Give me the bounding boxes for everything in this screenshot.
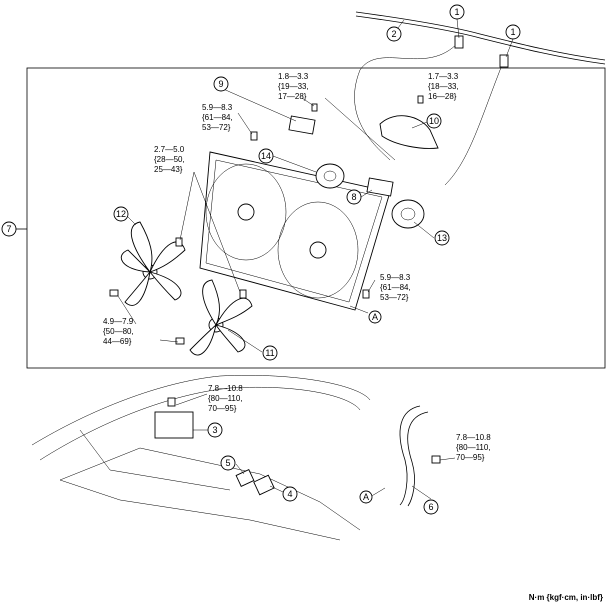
svg-text:6: 6: [428, 502, 433, 512]
bolt-icons: [109, 95, 424, 345]
callout-13: 13: [434, 230, 450, 246]
svg-text:{18—33,: {18—33,: [428, 82, 459, 91]
svg-text:5: 5: [225, 458, 230, 468]
svg-text:1.8—3.3: 1.8—3.3: [278, 72, 309, 81]
fan-blade-12: [120, 221, 186, 306]
svg-text:{80—110,: {80—110,: [456, 443, 491, 452]
svg-text:9: 9: [218, 79, 223, 89]
callout-2: 2: [386, 19, 405, 42]
torque-spec-7: 7.8—10.8 {80—110, 70—95}: [208, 384, 243, 413]
svg-text:14: 14: [261, 151, 271, 161]
svg-text:{28—50,: {28—50,: [154, 155, 185, 164]
reference-a-upper: A: [368, 310, 382, 324]
fan-resistor-8: [366, 177, 394, 197]
svg-text:{80—110,: {80—110,: [208, 394, 243, 403]
vehicle-front-body: [31, 375, 371, 541]
svg-text:25—43}: 25—43}: [154, 165, 183, 174]
svg-text:1.7—3.3: 1.7—3.3: [428, 72, 459, 81]
leader-lines: [117, 87, 435, 353]
fan-shroud: [199, 151, 391, 311]
svg-text:70—95}: 70—95}: [456, 453, 485, 462]
svg-text:12: 12: [116, 209, 126, 219]
bolt-6: [431, 455, 441, 464]
torque-spec-6: 4.9—7.9 {50—80, 44—69}: [103, 317, 134, 346]
svg-text:A: A: [363, 492, 369, 502]
svg-text:{50—80,: {50—80,: [103, 327, 134, 336]
callout-6: 6: [423, 499, 439, 515]
svg-text:2.7—5.0: 2.7—5.0: [154, 145, 185, 154]
svg-text:53—72}: 53—72}: [380, 293, 409, 302]
svg-text:44—69}: 44—69}: [103, 337, 132, 346]
svg-text:7.8—10.8: 7.8—10.8: [208, 384, 243, 393]
torque-unit-legend: N·m {kgf·cm, in·lbf}: [529, 593, 603, 602]
svg-text:8: 8: [351, 192, 356, 202]
torque-spec-1: 1.8—3.3 {19—33, 17—28}: [278, 72, 309, 101]
svg-text:{61—84,: {61—84,: [202, 113, 233, 122]
svg-text:1: 1: [510, 27, 515, 37]
callout-11: 11: [262, 345, 278, 361]
fan-motor-upper: [315, 163, 345, 189]
fan-motor-lower: [391, 199, 425, 229]
hose-4: [253, 474, 275, 496]
svg-text:5.9—8.3: 5.9—8.3: [202, 103, 233, 112]
torque-spec-3: 5.9—8.3 {61—84, 53—72}: [202, 103, 233, 132]
callout-9: 9: [213, 76, 229, 92]
svg-text:13: 13: [437, 233, 447, 243]
callout-3: 3: [207, 422, 223, 438]
svg-text:{19—33,: {19—33,: [278, 82, 309, 91]
hose-5: [235, 469, 255, 487]
harness-6: [399, 405, 421, 506]
svg-text:7: 7: [6, 224, 11, 234]
svg-text:{61—84,: {61—84,: [380, 283, 411, 292]
wiring-harness: [354, 11, 606, 186]
svg-text:3: 3: [212, 425, 217, 435]
svg-text:16—28}: 16—28}: [428, 92, 457, 101]
fan-blade-11: [189, 279, 253, 356]
svg-text:17—28}: 17—28}: [278, 92, 307, 101]
svg-text:5.9—8.3: 5.9—8.3: [380, 273, 411, 282]
svg-text:53—72}: 53—72}: [202, 123, 231, 132]
bolt-3: [167, 397, 176, 407]
callout-1a: 1: [449, 4, 465, 39]
svg-text:A: A: [372, 312, 378, 322]
callout-1b: 1: [505, 24, 521, 58]
svg-text:11: 11: [265, 348, 274, 358]
relay-3: [154, 411, 194, 439]
svg-text:70—95}: 70—95}: [208, 404, 237, 413]
svg-text:7.8—10.8: 7.8—10.8: [456, 433, 491, 442]
bracket-10: [379, 115, 439, 149]
assembly-frame: [26, 67, 606, 369]
callout-7: 7: [1, 221, 17, 237]
callout-12: 12: [113, 206, 129, 222]
svg-text:2: 2: [391, 29, 396, 39]
torque-spec-8: 7.8—10.8 {80—110, 70—95}: [456, 433, 491, 462]
callout-14: 14: [258, 148, 274, 164]
torque-spec-2: 1.7—3.3 {18—33, 16—28}: [428, 72, 459, 101]
callout-5: 5: [220, 455, 236, 471]
callout-8: 8: [346, 189, 362, 205]
svg-text:4.9—7.9: 4.9—7.9: [103, 317, 134, 326]
svg-text:4: 4: [287, 489, 292, 499]
fan-resistor-9: [288, 115, 316, 135]
svg-text:1: 1: [454, 7, 459, 17]
svg-text:10: 10: [429, 116, 439, 126]
callout-10: 10: [426, 113, 442, 129]
reference-a-lower: A: [359, 490, 373, 504]
torque-spec-4: 2.7—5.0 {28—50, 25—43}: [154, 145, 185, 174]
torque-spec-5: 5.9—8.3 {61—84, 53—72}: [380, 273, 411, 302]
callout-4: 4: [282, 486, 298, 502]
